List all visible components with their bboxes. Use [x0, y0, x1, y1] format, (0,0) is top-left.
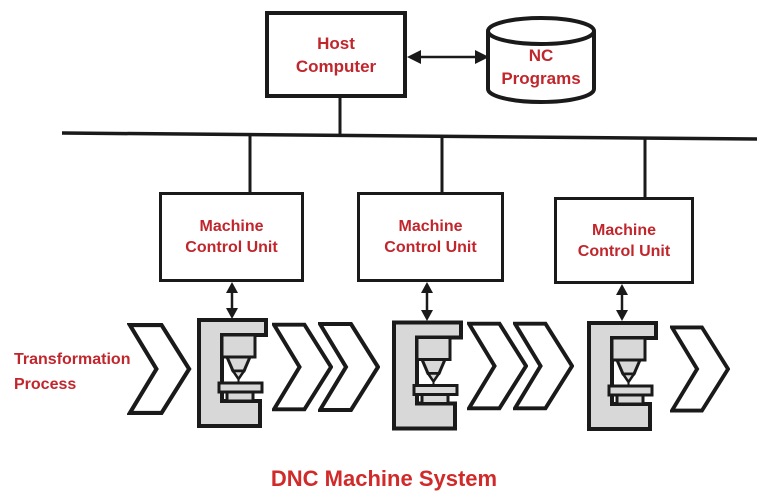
- transformation-label-line2: Process: [14, 376, 77, 393]
- mcu1-machine-double-arrow-icon: [226, 282, 238, 319]
- mcu3-machine-double-arrow-icon: [616, 284, 628, 321]
- network-bus-line: [61, 131, 758, 141]
- diagram-title: DNC Machine System: [270, 466, 498, 491]
- mcu1-label-line2: Control Unit: [185, 239, 278, 256]
- machine-control-unit-box-2: Machine Control Unit: [357, 192, 504, 282]
- mcu3-label-line1: Machine: [591, 221, 656, 239]
- host-computer-label-line2: Computer: [295, 56, 377, 76]
- machine-control-unit-box-1: Machine Control Unit: [159, 192, 304, 282]
- machine-control-unit-box-3: Machine Control Unit: [554, 197, 694, 284]
- mcu2-label-line2: Control Unit: [384, 239, 477, 256]
- mcu2-label-line1: Machine: [398, 218, 463, 235]
- cnc-machine-icon: [394, 323, 461, 429]
- nc-programs-label: NC Programs: [488, 44, 594, 90]
- database-cylinder-icon: [486, 16, 596, 104]
- cnc-machine-icon: [589, 323, 656, 429]
- host-computer-box: Host Computer: [265, 11, 407, 98]
- mcu2-machine-double-arrow-icon: [421, 282, 433, 321]
- chevron-arrow-icon: [272, 322, 333, 412]
- transformation-label-line1: Transformation: [14, 351, 131, 368]
- chevron-arrow-icon: [467, 321, 528, 411]
- cnc-machine-icon: [197, 318, 268, 428]
- nc-programs-label-line2: Programs: [501, 69, 581, 88]
- mcu1-label-line1: Machine: [199, 218, 264, 235]
- transformation-process-label: Transformation Process: [14, 347, 174, 397]
- nc-programs-label-line1: NC: [528, 46, 554, 65]
- host-nc-double-arrow-icon: [407, 50, 489, 64]
- mcu3-label-line2: Control Unit: [577, 242, 671, 260]
- host-computer-label-line1: Host: [317, 33, 355, 53]
- chevron-arrow-icon: [670, 325, 730, 413]
